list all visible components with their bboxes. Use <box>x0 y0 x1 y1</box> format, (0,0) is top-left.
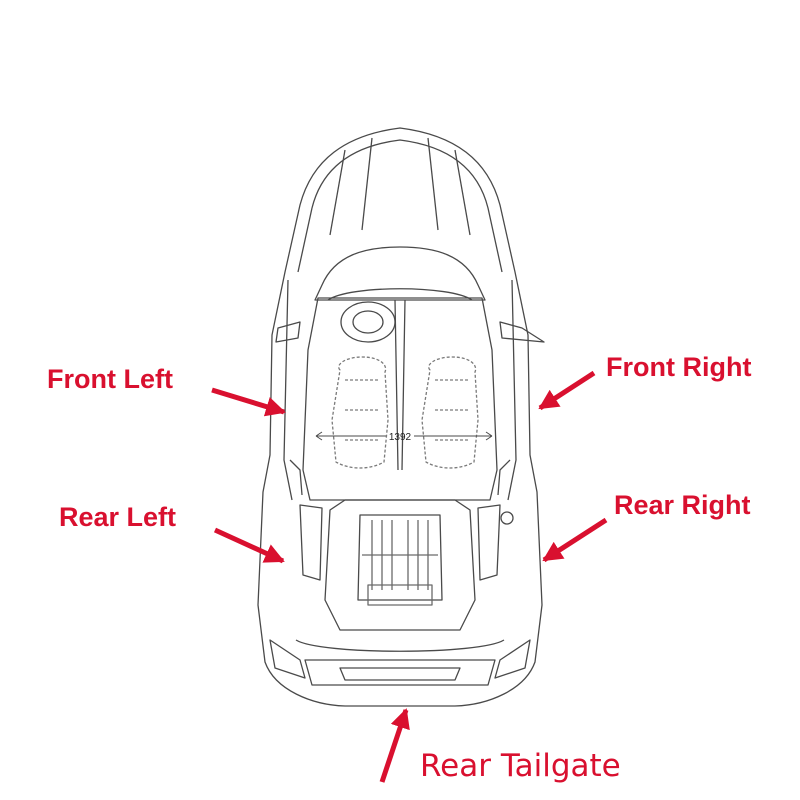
label-rear-right: Rear Right <box>614 490 751 520</box>
arrow-front-left <box>211 387 286 417</box>
car-body-outline <box>257 127 543 707</box>
mirror-right <box>499 321 545 343</box>
dimension-label: 1392 <box>389 432 412 443</box>
engine-bay <box>324 499 476 631</box>
arrow-front-right <box>538 370 596 411</box>
cabin <box>302 297 498 501</box>
seat-right <box>421 356 479 469</box>
label-front-right: Front Right <box>606 352 752 382</box>
label-front-left: Front Left <box>47 364 173 394</box>
arrow-rear-tailgate <box>379 708 410 783</box>
car-top-view-icon <box>257 127 545 707</box>
windshield <box>314 246 486 301</box>
arrow-rear-left <box>213 527 285 564</box>
seat-left <box>331 356 389 469</box>
label-rear-left: Rear Left <box>59 502 177 532</box>
dimension-line <box>315 431 493 441</box>
label-rear-tailgate: Rear Tailgate <box>420 748 621 784</box>
arrow-rear-right <box>542 517 608 563</box>
mirror-left <box>275 321 301 343</box>
